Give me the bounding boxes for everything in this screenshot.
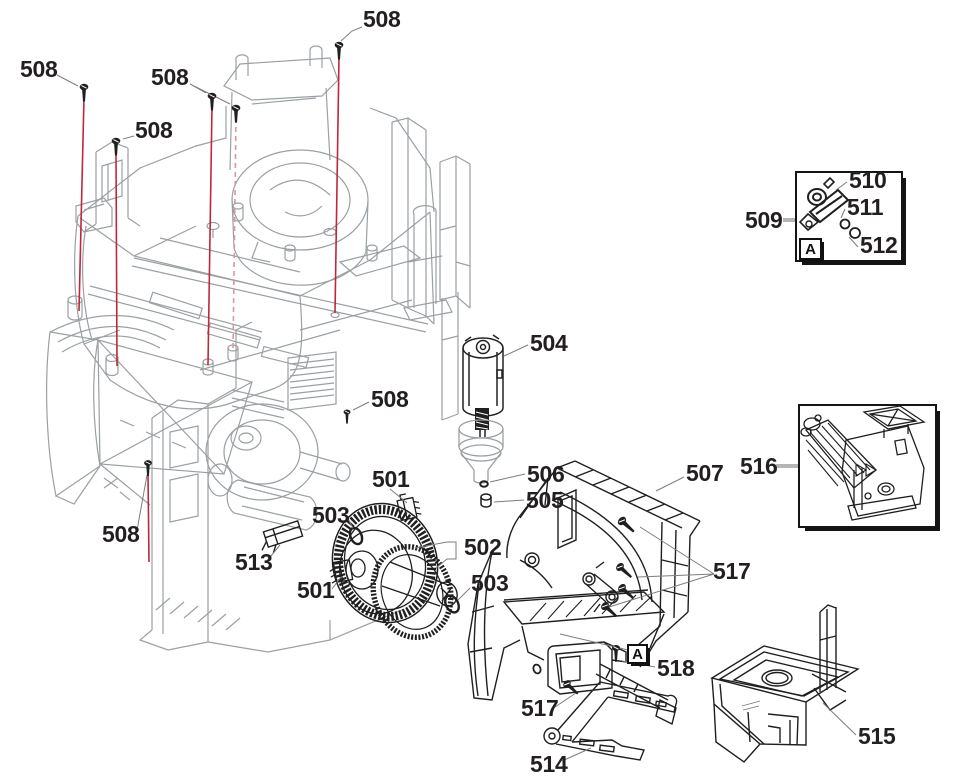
- part-label-504: 504: [530, 330, 568, 356]
- part-label-502: 502: [464, 534, 502, 560]
- switches-501-art: [329, 493, 422, 586]
- part-label-517: 517: [521, 695, 559, 721]
- motor-504-art: [462, 334, 504, 437]
- part-label-508: 508: [135, 117, 173, 143]
- part-label-508: 508: [102, 521, 140, 547]
- part-label-505: 505: [526, 487, 564, 513]
- top-housing-art: [74, 45, 471, 410]
- inset-516-art: [800, 405, 926, 521]
- part-label-510: 510: [849, 167, 887, 193]
- part-label-507: 507: [686, 460, 724, 486]
- part-label-513: 513: [235, 549, 273, 575]
- detail-inset-box-509: [795, 171, 903, 262]
- bracket-513-art: [261, 519, 304, 554]
- part-label-503: 503: [471, 570, 509, 596]
- part-label-506: 506: [527, 461, 565, 487]
- part-label-516: 516: [740, 453, 778, 479]
- hopper-art: [46, 295, 253, 506]
- part-label-508: 508: [20, 56, 58, 82]
- strap-514-art: [543, 681, 678, 761]
- gear-502-art: [331, 502, 458, 641]
- part-label-503: 503: [312, 502, 350, 528]
- part-label-508: 508: [151, 64, 189, 90]
- detail-marker-a-inset: A: [799, 238, 822, 260]
- motor-cup-art: [458, 419, 504, 484]
- housing-507-art: [467, 460, 701, 726]
- part-label-508: 508: [363, 6, 401, 32]
- inset-509-art: [798, 176, 861, 239]
- part-label-518: 518: [657, 655, 695, 681]
- part-label-517: 517: [713, 558, 751, 584]
- inset-leader-lines: [776, 218, 798, 468]
- part-label-515: 515: [858, 723, 896, 749]
- detail-inset-box-516: [798, 404, 937, 528]
- screw-axis-lines: [78, 56, 340, 563]
- part-label-514: 514: [530, 751, 568, 777]
- tray-515-art: [710, 604, 860, 763]
- gearbox-art: [103, 205, 459, 653]
- part-label-511: 511: [847, 194, 884, 220]
- part-label-508: 508: [371, 386, 409, 412]
- part-label-501: 501: [372, 466, 410, 492]
- o-rings-503-art: [348, 526, 460, 614]
- detail-marker-a-housing: A: [627, 644, 648, 664]
- part-label-512: 512: [860, 232, 898, 258]
- part-label-501: 501: [297, 577, 335, 603]
- leader-lines: [56, 26, 859, 762]
- part-label-509: 509: [745, 207, 783, 233]
- part-506-505-art: [479, 480, 492, 508]
